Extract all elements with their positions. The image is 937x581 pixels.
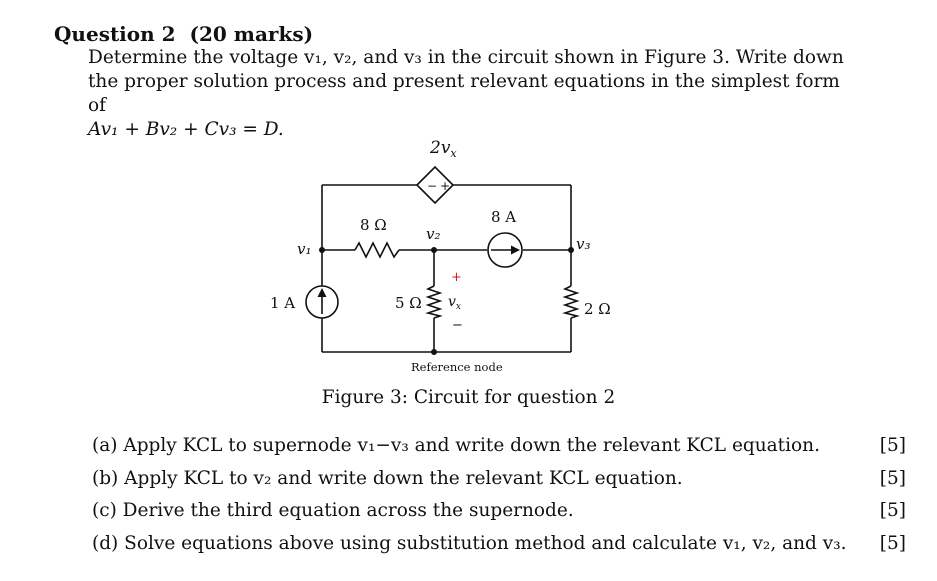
part-c-mark: [5] — [879, 500, 906, 521]
intro-line-1: Determine the voltage v₁, v₂, and v₃ in … — [88, 47, 844, 68]
figure-caption: Figure 3: Circuit for question 2 — [321, 387, 616, 408]
part-c: (c) Derive the third equation across the… — [92, 497, 912, 530]
arrow-right-icon — [511, 245, 520, 255]
part-d-text: (d) Solve equations above using substitu… — [92, 532, 847, 554]
label-r1: 8 Ω — [360, 216, 387, 234]
node-v3-dot — [568, 247, 574, 253]
part-c-text: (c) Derive the third equation across the… — [92, 500, 574, 521]
intro-line-2: the proper solution process and present … — [88, 71, 840, 116]
resistor-8ohm — [354, 241, 400, 259]
label-vx-minus: − — [452, 318, 463, 333]
label-vx: vx — [448, 294, 461, 312]
question-parts: (a) Apply KCL to supernode v₁−v₃ and wri… — [92, 432, 912, 562]
label-cs8: 8 A — [491, 208, 516, 226]
label-v2: v₂ — [426, 225, 441, 243]
label-dependent-source: 2vx — [429, 138, 457, 160]
label-r2: 2 Ω — [584, 300, 611, 318]
node-v1-dot — [319, 247, 325, 253]
node-reference-dot — [431, 349, 437, 355]
node-v2-dot — [431, 247, 437, 253]
intro-line-3: Av₁ + Bv₂ + Cv₃ = D. — [88, 119, 284, 140]
label-v3: v₃ — [576, 235, 591, 253]
label-vx-plus: + — [451, 270, 462, 285]
part-d-mark: [5] — [879, 532, 906, 554]
question-marks: (20 marks) — [189, 22, 314, 46]
label-dep-minus: − — [427, 179, 437, 193]
dependent-voltage-source — [415, 165, 455, 205]
part-d: (d) Solve equations above using substitu… — [92, 530, 912, 563]
label-cs1: 1 A — [270, 294, 295, 312]
label-v1: v₁ — [297, 240, 312, 258]
question-title: Question 2 — [54, 22, 176, 46]
part-b-mark: [5] — [879, 467, 906, 489]
part-a-text: (a) Apply KCL to supernode v₁−v₃ and wri… — [92, 435, 820, 456]
resistor-2ohm — [562, 285, 580, 319]
part-b: (b) Apply KCL to v₂ and write down the r… — [92, 465, 912, 498]
question-header: Question 2 (20 marks) — [54, 22, 313, 46]
label-reference-node: Reference node — [411, 360, 503, 374]
label-dep-plus: + — [440, 179, 450, 193]
label-r5: 5 Ω — [395, 294, 422, 312]
circuit-diagram: 2vx − + 8 Ω v₂ 8 A v₁ v₃ 1 A 5 Ω + vx − … — [270, 138, 611, 374]
part-a-mark: [5] — [879, 435, 906, 456]
resistor-5ohm — [425, 285, 443, 319]
part-a: (a) Apply KCL to supernode v₁−v₃ and wri… — [92, 432, 912, 465]
question-intro: Determine the voltage v₁, v₂, and v₃ in … — [88, 46, 848, 142]
arrow-up-icon — [317, 288, 327, 297]
part-b-text: (b) Apply KCL to v₂ and write down the r… — [92, 467, 683, 489]
